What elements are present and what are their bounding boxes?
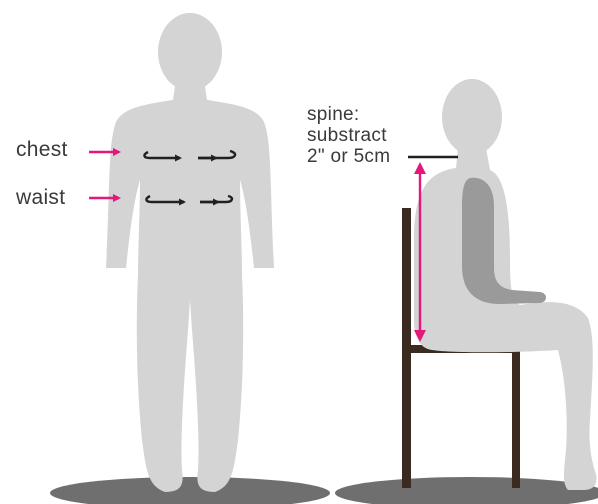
standing-head	[158, 13, 222, 91]
seated-ground-shadow	[335, 477, 598, 504]
spine-note-line-3: 2" or 5cm	[307, 146, 390, 167]
seated-body	[414, 148, 597, 490]
standing-body	[106, 100, 274, 492]
standing-figure	[106, 13, 274, 492]
spine-note-line-2: substract	[307, 125, 390, 146]
seated-head	[442, 79, 502, 155]
standing-ground-shadow	[50, 477, 330, 504]
spine-note: spine: substract 2" or 5cm	[307, 104, 390, 167]
seated-figure	[414, 79, 597, 490]
chest-label: chest	[16, 138, 68, 162]
waist-label: waist	[16, 186, 65, 210]
spine-note-line-1: spine:	[307, 104, 390, 125]
chair-front-leg	[512, 345, 520, 488]
